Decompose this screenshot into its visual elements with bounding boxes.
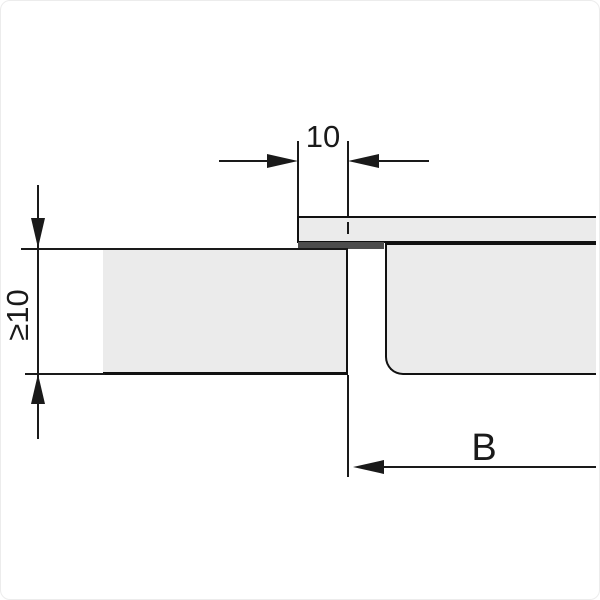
- arrowhead-left-icon: [348, 153, 379, 168]
- extension-line-tick-through-flange: [347, 222, 349, 234]
- dimension-label-top: 10: [305, 119, 341, 154]
- extension-line-cutout-edge: [347, 141, 349, 216]
- dimension-line-top-right: [378, 160, 429, 162]
- dimension-line-bottom: [381, 466, 596, 468]
- arrowhead-down-icon: [31, 218, 45, 248]
- extension-line-flange-left: [297, 141, 299, 216]
- dimension-label-b: B: [471, 427, 497, 469]
- extension-line-cutout-edge-lower: [347, 375, 349, 477]
- appliance-flange: [297, 216, 596, 243]
- dimension-line-left-vertical: [37, 185, 39, 439]
- seal-strip: [298, 242, 384, 249]
- countertop-cross-section: [103, 248, 348, 375]
- appliance-body: [385, 243, 596, 375]
- dimension-label-left: ≥10: [0, 289, 35, 341]
- arrowhead-left-b-icon: [353, 459, 384, 474]
- dimension-line-top-left: [219, 160, 269, 162]
- extension-line-worktop-bottom: [25, 373, 105, 375]
- arrowhead-up-icon: [31, 374, 45, 404]
- arrowhead-right-icon: [267, 153, 298, 168]
- extension-line-worktop-top: [21, 248, 348, 250]
